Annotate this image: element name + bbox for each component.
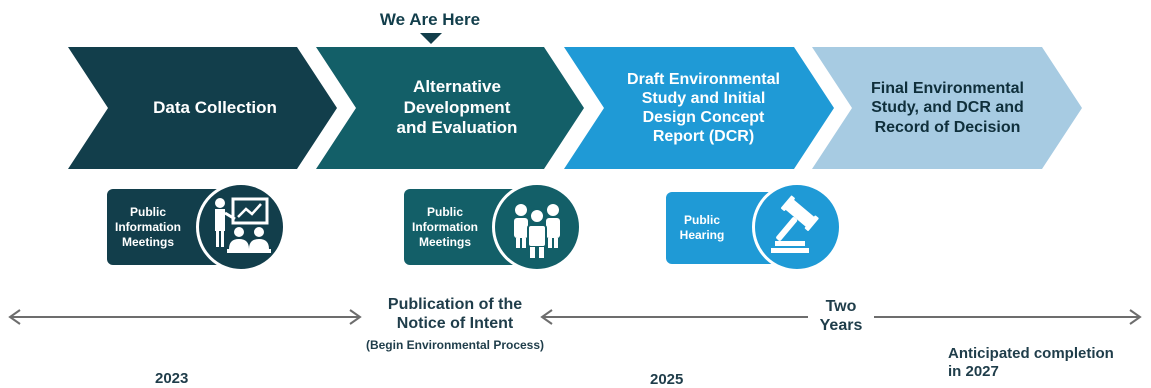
- duration-label: Two Years: [819, 298, 863, 335]
- we-are-here-label: We Are Here: [379, 10, 481, 29]
- marker-arrow-icon: [420, 33, 442, 44]
- phase-chevron-4: [812, 47, 1082, 169]
- gavel-icon: [771, 195, 819, 253]
- phase-chevron-2: [316, 47, 584, 169]
- phase-label-2: Alternative Development and Evaluation: [396, 77, 518, 138]
- people-group-icon: [514, 204, 560, 258]
- event-circle-1: [196, 182, 286, 272]
- phase-chevron-3: [564, 47, 834, 169]
- event-circle-3: [752, 182, 842, 272]
- completion-label: Anticipated completion in 2027: [948, 345, 1114, 380]
- phase-label-1: Data Collection: [153, 97, 277, 117]
- event-label-1: Public Information Meetings: [115, 204, 181, 249]
- phase-label-3: Draft Environmental Study and Initial De…: [627, 70, 780, 146]
- year-label-2023: 2023: [155, 370, 189, 387]
- milestone-note: (Begin Environmental Process): [365, 338, 545, 352]
- timeline-arrows: [8, 309, 1142, 325]
- event-circle-2: [492, 182, 582, 272]
- event-label-3: Public Hearing: [679, 213, 725, 242]
- year-label-2025: 2025: [650, 371, 684, 388]
- phase-label-4: Final Environmental Study, and DCR and R…: [871, 80, 1024, 136]
- presentation-icon: [215, 197, 271, 253]
- event-label-2: Public Information Meetings: [412, 204, 478, 249]
- milestone-label: Publication of the Notice of Intent: [387, 296, 523, 333]
- phase-chevron-1: [68, 47, 337, 169]
